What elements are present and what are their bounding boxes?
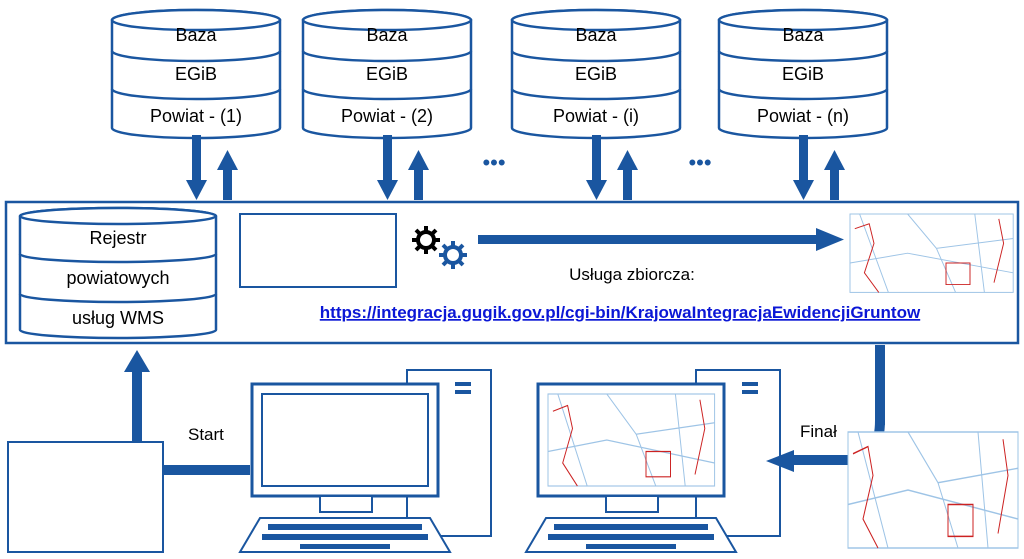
- empty-box: [239, 213, 397, 288]
- database-n: Baza EGiB Powiat - (n): [717, 8, 889, 140]
- wms-registry: Rejestr powiatowych usług WMS: [18, 206, 218, 340]
- map-thumbnail: [847, 431, 1019, 549]
- service-url-link[interactable]: https://integracja.gugik.gov.pl/cgi-bin/…: [320, 303, 921, 322]
- map-thumbnail: [849, 213, 1014, 293]
- database-n-line2: EGiB: [782, 64, 824, 84]
- final-label: Finał: [800, 422, 837, 441]
- final-arrow: [875, 345, 885, 425]
- computer-icon: [536, 369, 781, 537]
- left-box: [7, 441, 164, 553]
- keyboard-icon: [524, 517, 738, 553]
- ellipsis-1: •••: [482, 150, 505, 175]
- process-arrow: [478, 235, 818, 244]
- db-arrows: [186, 135, 845, 200]
- database-2: Baza EGiB Powiat - (2): [301, 8, 473, 140]
- database-1-line1: Baza: [175, 25, 217, 45]
- database-2-line3: Powiat - (2): [341, 106, 433, 126]
- ellipsis-2: •••: [688, 150, 711, 175]
- database-i-line1: Baza: [575, 25, 617, 45]
- database-i: Baza EGiB Powiat - (i): [510, 8, 682, 140]
- database-2-line1: Baza: [366, 25, 408, 45]
- database-1: Baza EGiB Powiat - (1): [110, 8, 282, 140]
- start-arrow: [132, 370, 142, 448]
- database-n-line1: Baza: [782, 25, 824, 45]
- service-label: Usługa zbiorcza:: [569, 265, 695, 284]
- registry-line1: Rejestr: [89, 228, 146, 248]
- database-i-line2: EGiB: [575, 64, 617, 84]
- keyboard-icon: [238, 517, 452, 553]
- start-label: Start: [188, 425, 224, 444]
- registry-line2: powiatowych: [66, 268, 169, 288]
- database-1-line3: Powiat - (1): [150, 106, 242, 126]
- database-n-line3: Powiat - (n): [757, 106, 849, 126]
- registry-line3: usług WMS: [72, 308, 164, 328]
- database-2-line2: EGiB: [366, 64, 408, 84]
- computer-icon: [250, 369, 492, 537]
- database-i-line3: Powiat - (i): [553, 106, 639, 126]
- database-1-line2: EGiB: [175, 64, 217, 84]
